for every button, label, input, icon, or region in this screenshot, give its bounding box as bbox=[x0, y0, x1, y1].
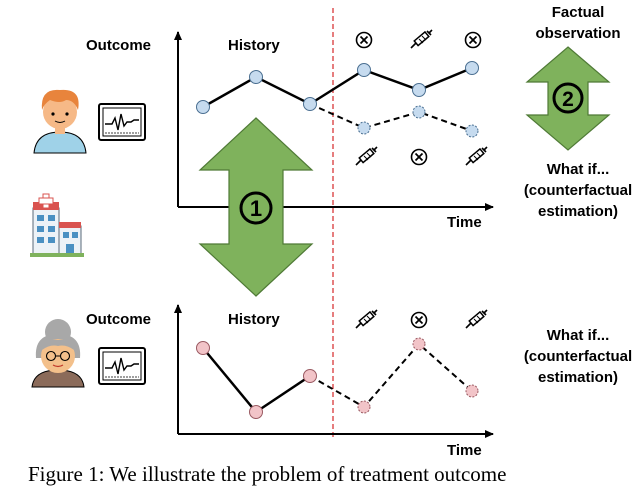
syringe-icon bbox=[410, 29, 433, 49]
whatif-bottom-3: estimation) bbox=[538, 369, 618, 386]
history-label-top: History bbox=[228, 37, 280, 54]
monitor-icon bbox=[98, 103, 146, 141]
syringe-icon bbox=[465, 146, 488, 166]
whatif-right-3: estimation) bbox=[538, 203, 618, 220]
cf-point-top-1 bbox=[357, 121, 371, 135]
whatif-bottom-2: (counterfactual bbox=[524, 348, 632, 365]
time-label-top: Time bbox=[447, 214, 482, 231]
counterfactual-points-top bbox=[357, 105, 479, 138]
point-top-5 bbox=[412, 83, 426, 97]
point-bottom-1 bbox=[196, 341, 210, 355]
syringe-icon bbox=[355, 146, 378, 166]
point-top-6 bbox=[465, 61, 479, 75]
no-treatment-icon bbox=[355, 31, 373, 49]
whatif-bottom-1: What if... bbox=[547, 327, 610, 344]
factual-history-line bbox=[202, 66, 473, 109]
factual-label-1: Factual bbox=[552, 4, 605, 21]
badge-2: 2 bbox=[552, 82, 584, 114]
hospital-icon bbox=[30, 193, 84, 257]
history-label-bottom: History bbox=[228, 311, 280, 328]
history-points-bottom bbox=[196, 341, 317, 419]
counterfactual-points-bottom bbox=[357, 337, 479, 414]
badge-1: 1 bbox=[239, 191, 273, 225]
no-treatment-icon bbox=[410, 311, 428, 329]
no-treatment-icon bbox=[464, 31, 482, 49]
patient-young-icon bbox=[33, 89, 87, 154]
cf-point-bottom-2 bbox=[412, 337, 426, 351]
syringe-icon bbox=[465, 309, 488, 329]
outcome-label-top: Outcome bbox=[86, 37, 151, 54]
point-top-1 bbox=[196, 100, 210, 114]
cf-point-bottom-3 bbox=[465, 384, 479, 398]
cf-point-top-3 bbox=[465, 124, 479, 138]
syringe-icon bbox=[355, 309, 378, 329]
point-top-3 bbox=[303, 97, 317, 111]
point-bottom-3 bbox=[303, 369, 317, 383]
factual-label-2: observation bbox=[535, 25, 620, 42]
time-label-bottom: Time bbox=[447, 442, 482, 459]
cf-point-bottom-1 bbox=[357, 400, 371, 414]
factual-points bbox=[196, 61, 479, 114]
figure-caption: Figure 1: We illustrate the problem of t… bbox=[28, 462, 507, 486]
history-line-bottom bbox=[202, 347, 311, 414]
svg-text:1: 1 bbox=[250, 196, 262, 221]
point-top-4 bbox=[357, 63, 371, 77]
point-bottom-2 bbox=[249, 405, 263, 419]
cf-point-top-2 bbox=[412, 105, 426, 119]
whatif-right-1: What if... bbox=[547, 161, 610, 178]
outcome-label-bottom: Outcome bbox=[86, 311, 151, 328]
counterfactual-line-bottom bbox=[309, 342, 473, 409]
svg-text:2: 2 bbox=[562, 88, 574, 111]
point-top-2 bbox=[249, 70, 263, 84]
counterfactual-line-top bbox=[309, 103, 473, 132]
whatif-right-2: (counterfactual bbox=[524, 182, 632, 199]
patient-old-icon bbox=[31, 319, 85, 388]
monitor-icon bbox=[98, 347, 146, 385]
no-treatment-icon bbox=[410, 148, 428, 166]
